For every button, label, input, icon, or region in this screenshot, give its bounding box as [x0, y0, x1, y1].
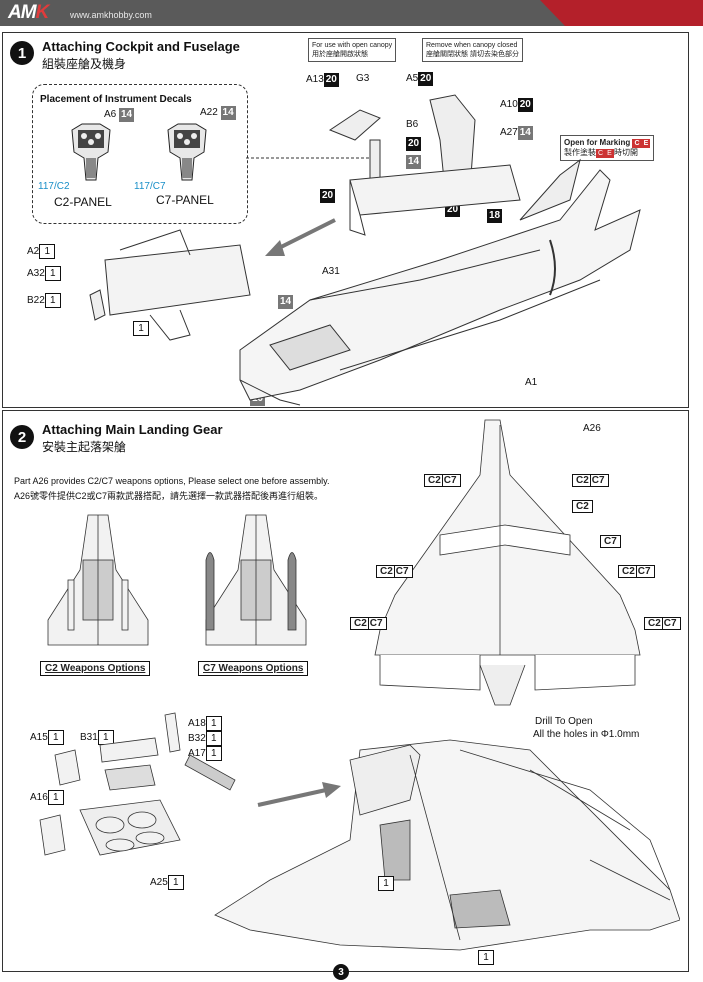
header-bar [0, 0, 703, 26]
drill-note-1: Drill To Open [535, 716, 593, 727]
decal-leader-line [246, 157, 371, 159]
tag-c7: C7 [600, 535, 621, 548]
website-link[interactable]: www.amkhobby.com [70, 10, 152, 20]
part-b6-num: 20 [406, 137, 421, 151]
aircraft-wing-assembly-drawing [214, 739, 680, 951]
callout-14: 14 [278, 295, 293, 309]
callout-1a: 1 [378, 873, 394, 891]
callout-1: 1 [133, 318, 149, 336]
assembly-arrow [257, 782, 341, 807]
callout-1b: 1 [478, 947, 494, 965]
part-a22: A22 14 [200, 106, 236, 120]
part-b6-num2: 14 [406, 155, 421, 169]
part-a6: A6 14 [104, 108, 135, 122]
c2-weapons-drawing [47, 514, 149, 646]
step1-number: 1 [10, 41, 34, 65]
part-a1: A1 [525, 377, 538, 388]
decal-117-c2: 117/C2 [38, 181, 70, 192]
instrument-panel-c7 [167, 123, 207, 181]
c7-weapons-drawing [205, 514, 307, 646]
weapons-note-cn: A26號零件提供C2或C7兩款武器搭配，請先選擇一款武器搭配後再進行組裝。 [14, 491, 324, 501]
step2-title-cn: 安裝主起落架艙 [42, 440, 127, 454]
drill-note-2: All the holes in Φ1.0mm [533, 729, 640, 740]
decal-placement-box [32, 84, 248, 224]
c7-panel-caption: C7-PANEL [156, 193, 214, 207]
weapons-note-en: Part A26 provides C2/C7 weapons options,… [14, 476, 330, 486]
callout-20a: 20 [320, 189, 335, 203]
step1-title-cn: 組裝座艙及機身 [42, 57, 127, 71]
callout-18: 18 [487, 209, 502, 223]
decal-box-title: Placement of Instrument Decals [40, 94, 192, 105]
tag-c2: C2 [572, 500, 593, 513]
c2-panel-caption: C2-PANEL [54, 195, 112, 209]
step2-title: Attaching Main Landing Gear [42, 422, 223, 437]
part-a26: A26 [583, 423, 601, 434]
landing-gear-parts-drawing [39, 712, 236, 856]
part-g3: G3 [356, 73, 370, 84]
instrument-panel-c2 [71, 123, 111, 181]
c7-weapons-options[interactable]: C7 Weapons Options [198, 661, 309, 676]
amk-logo: AMK [8, 2, 49, 23]
fuselage-drawing [89, 94, 641, 406]
wing-underside-drawing [374, 419, 641, 706]
c2-weapons-options[interactable]: C2 Weapons Options [40, 661, 151, 676]
step1-title: Attaching Cockpit and Fuselage [42, 39, 240, 54]
step2-number: 2 [10, 425, 34, 449]
part-b6: B6 [406, 119, 419, 130]
part-a31: A31 [322, 266, 340, 277]
decal-117-c7: 117/C7 [134, 181, 166, 192]
page-number: 3 [333, 964, 349, 980]
